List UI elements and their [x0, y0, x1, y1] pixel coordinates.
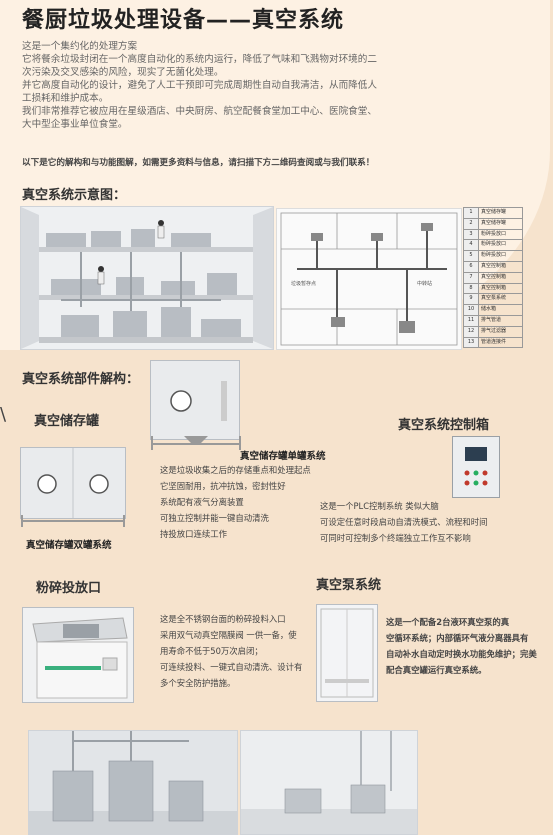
- plan-label-left: 垃圾暂存点: [291, 280, 316, 287]
- legend-number: 7: [464, 272, 479, 283]
- legend-number: 10: [464, 305, 479, 315]
- legend-text: 真空控制箱: [481, 262, 507, 269]
- legend-number: 6: [464, 261, 479, 272]
- legend-text: 真空控制箱: [481, 273, 507, 280]
- tank-desc-line: 持投放口连续工作: [160, 529, 227, 539]
- tank-heading: 真空储存罐: [34, 414, 100, 429]
- tank-desc-line: 系统配有液气分离装置: [160, 497, 244, 507]
- tank-desc-line: 可独立控制并能一键自动清洗: [160, 513, 269, 523]
- pump-desc-line: 配合真空罐运行真空系统。: [386, 665, 487, 675]
- legend-number: 4: [464, 240, 479, 251]
- legend-text: 储水箱: [481, 306, 497, 313]
- double-tank-stand: [21, 515, 125, 527]
- crusher-desc-line: 采用双气动真空隔膜阀 一供一备，使: [160, 630, 297, 640]
- crusher-desc-line: 多个安全防护措施。: [160, 678, 236, 688]
- crusher-image: [22, 607, 134, 703]
- double-tank-image: [20, 447, 126, 519]
- components-heading: 真空系统部件解构：: [22, 372, 140, 387]
- pump-desc-line: 自动补水自动定时换水功能免维护；完美: [386, 649, 537, 659]
- legend-text: 排气过滤器: [481, 327, 507, 334]
- legend-text: 管道连接件: [481, 338, 507, 345]
- intro-line: 它将餐余垃圾封闭在一个高度自动化的系统内运行，降低了气味和飞溅物对环境的二次污染…: [22, 54, 377, 78]
- legend-number: 9: [464, 294, 479, 305]
- legend-number: 13: [464, 337, 479, 348]
- control-desc-line: 可设定任意时段启动自清洗模式、流程和时间: [320, 517, 488, 527]
- margin-mark: \: [0, 404, 7, 425]
- pump-description: 这是一个配备2台液环真空泵的真 空循环系统；内部循环气液分离器具有 自动补水自动…: [386, 614, 537, 678]
- control-box-image: [452, 436, 500, 498]
- legend-text: 真空储存罐: [481, 209, 507, 215]
- double-tank-caption: 真空储存罐双罐系统: [26, 540, 112, 551]
- page-title: 餐厨垃圾处理设备——真空系统: [22, 8, 345, 33]
- legend-text: 粉碎投放口: [481, 241, 507, 248]
- intro-line: 这是一个集约化的处理方案: [22, 41, 138, 52]
- legend-number: 2: [464, 218, 479, 229]
- pump-image: [316, 604, 378, 702]
- control-desc-line: 可同时可控制多个终端独立工作互不影响: [320, 533, 471, 543]
- pump-desc-line: 空循环系统；内部循环气液分离器具有: [386, 633, 529, 643]
- legend-number: 1: [464, 208, 479, 218]
- building-cutaway-illustration: [21, 207, 273, 349]
- crusher-heading: 粉碎投放口: [36, 581, 102, 596]
- intro-line: 并它高度自动化的设计，避免了人工干预即可完成周期性自动自我清洁，从而降低人工损耗…: [22, 80, 377, 104]
- legend-text: 粉碎投放口: [481, 252, 507, 259]
- single-tank-caption: 真空储存罐单罐系统: [240, 451, 326, 462]
- crusher-desc-line: 可连续投料、一键式自动清洗、设计有: [160, 662, 303, 672]
- tank-desc-line: 这是垃圾收集之后的存储重点和处理起点: [160, 465, 311, 475]
- legend-number: 5: [464, 251, 479, 261]
- schematic-3d-image: [20, 206, 274, 350]
- floor-plan-illustration: 垃圾暂存点 中转站: [280, 212, 458, 346]
- crusher-desc-line: 用寿命不低于50万次启闭；: [160, 646, 263, 656]
- intro-text: 这是一个集约化的处理方案 它将餐余垃圾封闭在一个高度自动化的系统内运行，降低了气…: [22, 40, 382, 131]
- tank-description: 这是垃圾收集之后的存储重点和处理起点 它坚固耐用，抗冲抗蚀，密封性好 系统配有液…: [160, 462, 311, 542]
- legend-number: 3: [464, 229, 479, 240]
- legend-number: 11: [464, 315, 479, 326]
- pump-desc-line: 这是一个配备2台液环真空泵的真: [386, 617, 510, 627]
- installation-photo-right: [240, 730, 418, 835]
- legend-text: 真空储存罐: [481, 219, 507, 226]
- legend-number: 8: [464, 283, 479, 294]
- control-desc-line: 这是一个PLC控制系统 类似大脑: [320, 501, 439, 511]
- installation-photo-left: [28, 730, 238, 835]
- qr-note: 以下是它的解构和与功能图解，如需更多资料与信息，请扫描下方二维码查阅或与我们联系…: [22, 158, 375, 168]
- schematic-heading: 真空系统示意图：: [22, 188, 127, 203]
- pump-heading: 真空泵系统: [316, 578, 382, 593]
- tank-desc-line: 它坚固耐用，抗冲抗蚀，密封性好: [160, 481, 286, 491]
- intro-line: 我们非常推荐它被应用在星级酒店、中央厨房、航空配餐食堂加工中心、医院食堂、大中型…: [22, 106, 377, 130]
- plan-label-right: 中转站: [417, 280, 432, 287]
- single-tank-image: [150, 360, 240, 440]
- legend-text: 真空泵系统: [481, 295, 507, 302]
- crusher-desc-line: 这是全不锈钢台面的粉碎投料入口: [160, 614, 286, 624]
- legend-number: 12: [464, 326, 479, 337]
- control-description: 这是一个PLC控制系统 类似大脑 可设定任意时段启动自清洗模式、流程和时间 可同…: [320, 498, 488, 546]
- crusher-description: 这是全不锈钢台面的粉碎投料入口 采用双气动真空隔膜阀 一供一备，使 用寿命不低于…: [160, 611, 302, 691]
- legend-text: 粉碎投放口: [481, 230, 507, 237]
- floor-plan-image: 垃圾暂存点 中转站: [276, 208, 462, 350]
- legend-text: 真空控制箱: [481, 284, 507, 291]
- single-tank-stand: [151, 436, 241, 450]
- legend-text: 排气管道: [481, 316, 502, 323]
- control-heading: 真空系统控制箱: [398, 418, 490, 433]
